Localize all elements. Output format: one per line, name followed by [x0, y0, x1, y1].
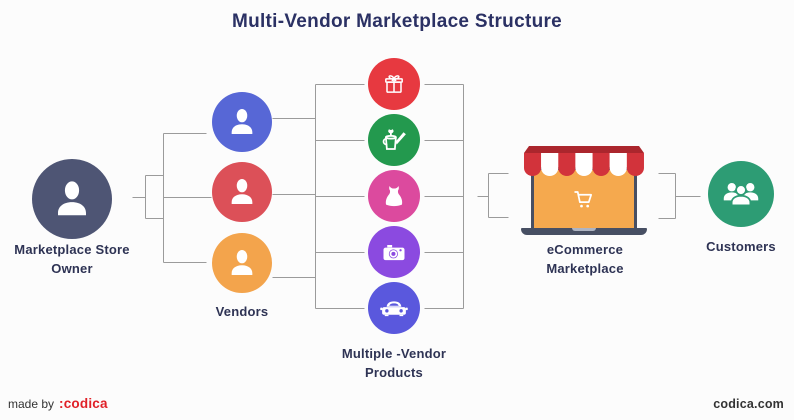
- node-vendor-1: [212, 92, 272, 152]
- node-marketplace-store-owner: [32, 159, 112, 239]
- gift-icon: [380, 70, 408, 98]
- customers-label: Customers: [706, 239, 776, 254]
- person-icon: [225, 246, 259, 280]
- shopping-cart-icon: [570, 186, 598, 214]
- person-icon: [225, 105, 259, 139]
- owner-label: Marketplace Store Owner: [14, 242, 130, 276]
- dress-icon: [380, 182, 408, 210]
- node-product-camera: [368, 226, 420, 278]
- node-product-watering-can: [368, 114, 420, 166]
- laptop-base: [521, 228, 647, 235]
- laptop-screen-display: [534, 170, 634, 228]
- node-product-car: [368, 282, 420, 334]
- node-customers: [708, 161, 774, 227]
- products-label: Multiple -Vendor Products: [341, 346, 447, 380]
- node-vendor-2: [212, 162, 272, 222]
- made-by-text: made by: [8, 397, 55, 411]
- laptop-base-notch: [572, 228, 596, 231]
- page-title: Multi-Vendor Marketplace Structure: [231, 11, 563, 32]
- person-icon: [225, 175, 259, 209]
- node-vendor-3: [212, 233, 272, 293]
- storefront-awning-icon: [524, 146, 644, 176]
- node-product-gift: [368, 58, 420, 110]
- codica-site-link[interactable]: codica.com: [713, 397, 784, 411]
- made-by-credit: made by :codica: [8, 396, 108, 411]
- marketplace-label: eCommerce Marketplace: [546, 242, 624, 276]
- node-product-dress: [368, 170, 420, 222]
- people-group-icon: [720, 178, 762, 210]
- person-icon: [49, 176, 95, 222]
- vendors-label: Vendors: [215, 304, 269, 319]
- camera-icon: [380, 238, 408, 266]
- car-icon: [379, 293, 409, 323]
- codica-logo: :codica: [59, 396, 108, 411]
- laptop-screen: [531, 167, 637, 228]
- watering-can-icon: [379, 125, 409, 155]
